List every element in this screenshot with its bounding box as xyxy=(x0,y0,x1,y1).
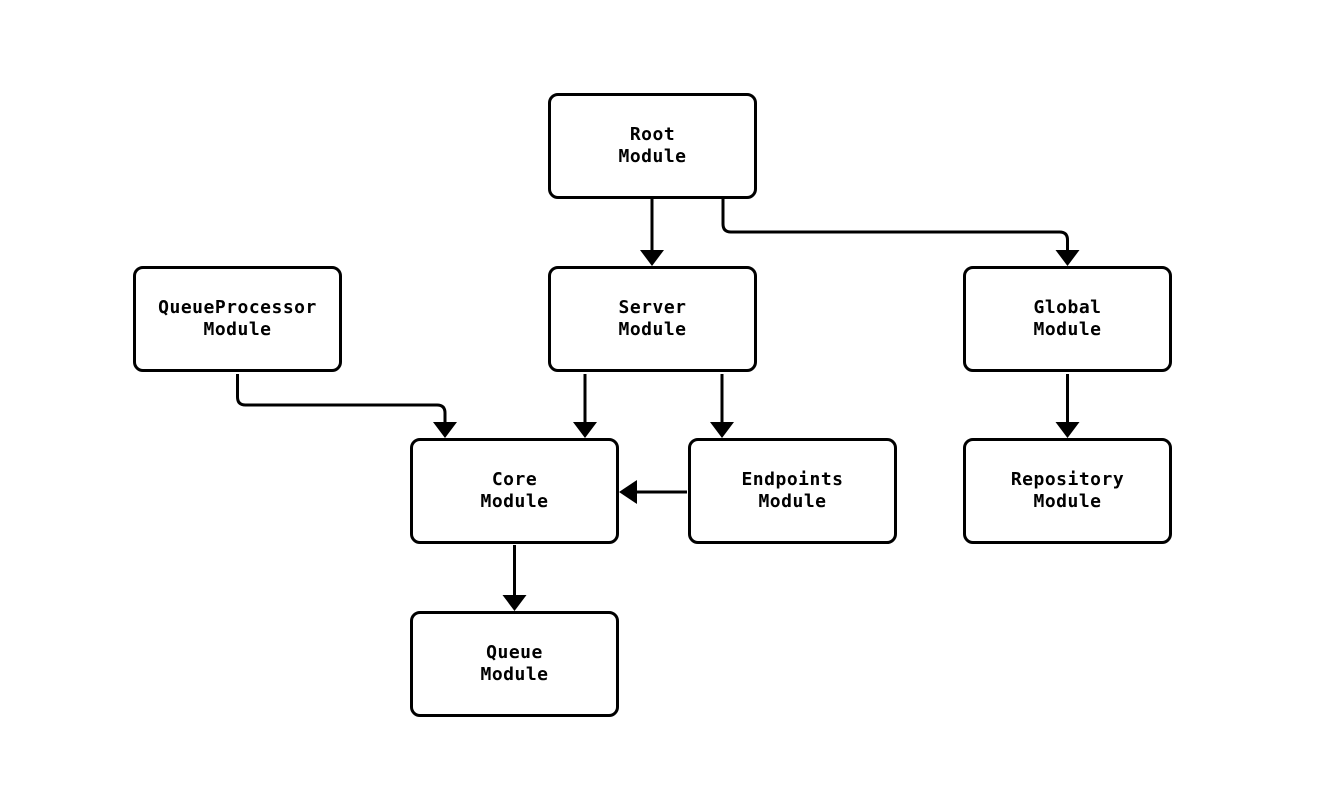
node-global-module: Global Module xyxy=(963,266,1172,372)
node-root-module: Root Module xyxy=(548,93,757,199)
arrowhead-endpoints-to-core xyxy=(619,480,637,504)
node-queue-module: Queue Module xyxy=(410,611,619,717)
edge-queueprocessor-to-core xyxy=(236,374,447,423)
node-queueprocessor-module: QueueProcessor Module xyxy=(133,266,342,372)
arrowhead-core-to-queue xyxy=(502,595,527,611)
node-repository-module: Repository Module xyxy=(963,438,1172,544)
node-label: Repository Module xyxy=(1010,469,1125,512)
arrowhead-server-to-endpoints xyxy=(710,422,734,438)
node-label: Global Module xyxy=(1033,297,1102,340)
node-core-module: Core Module xyxy=(410,438,619,544)
arrowhead-root-to-global xyxy=(1055,250,1080,266)
edge-root-to-global xyxy=(721,199,1069,251)
node-label: Queue Module xyxy=(480,642,549,685)
arrowhead-global-to-repository xyxy=(1055,422,1080,438)
node-server-module: Server Module xyxy=(548,266,757,372)
node-label: Server Module xyxy=(618,297,687,340)
node-label: Core Module xyxy=(480,469,549,512)
node-label: QueueProcessor Module xyxy=(158,297,317,340)
arrowhead-root-to-server xyxy=(640,250,664,266)
node-endpoints-module: Endpoints Module xyxy=(688,438,897,544)
node-label: Endpoints Module xyxy=(741,469,844,512)
node-label: Root Module xyxy=(618,124,687,167)
arrowhead-server-to-core xyxy=(573,422,597,438)
arrowhead-queueprocessor-to-core xyxy=(433,422,457,438)
